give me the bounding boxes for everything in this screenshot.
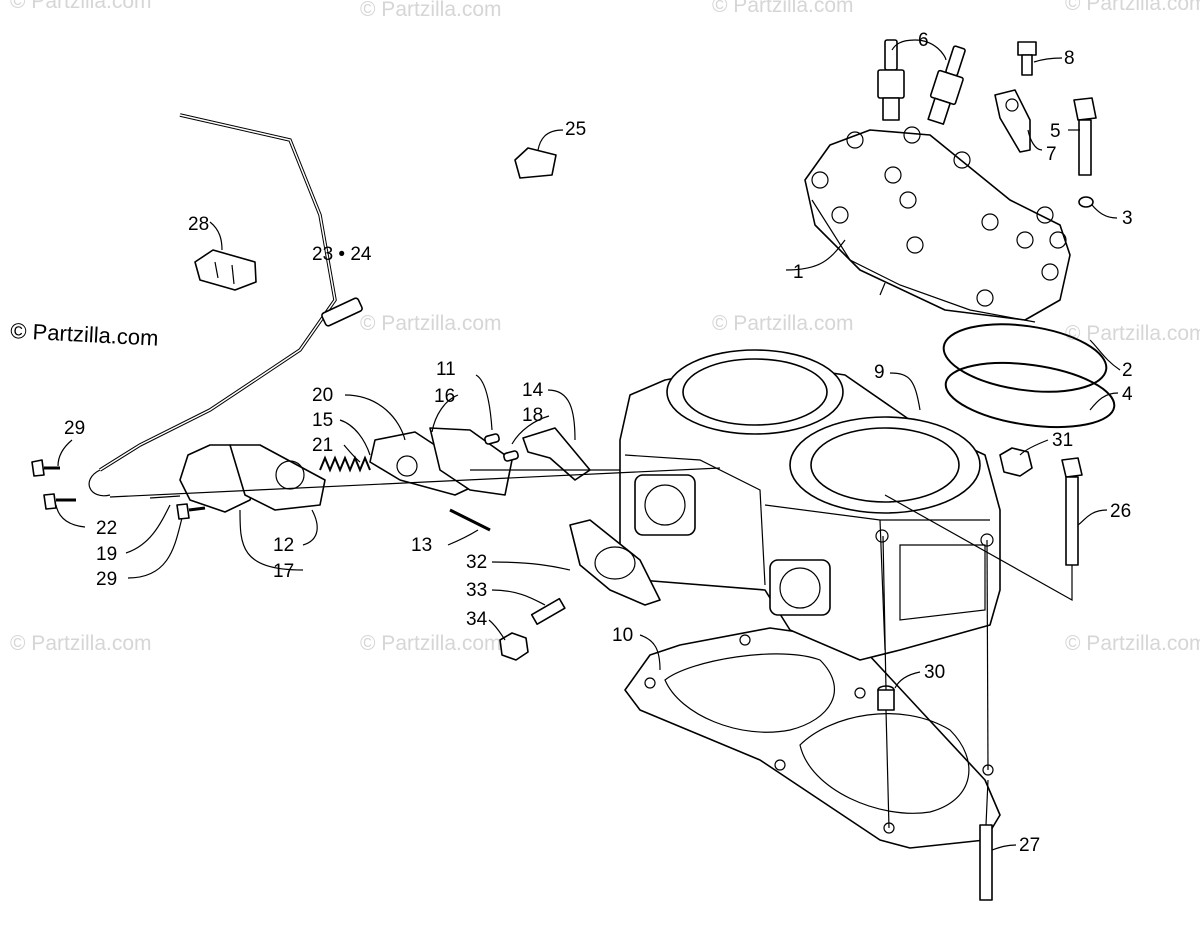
callout-31: 31 (1052, 430, 1073, 451)
callout-8: 8 (1064, 48, 1075, 69)
callout-17: 17 (273, 561, 294, 582)
lift-bracket (994, 89, 1031, 153)
valve-blade (522, 427, 591, 481)
cylinder-block (619, 349, 1001, 661)
cable-holder (194, 249, 257, 291)
housing-bolts (31, 459, 206, 520)
callout-6: 6 (918, 30, 929, 51)
callout-3: 3 (1122, 208, 1133, 229)
watermark-text: © Partzilla.com (360, 632, 502, 655)
callout-29-top: 29 (64, 418, 85, 439)
throttle-cable (88, 113, 363, 497)
valve-assembly (369, 427, 513, 496)
head-bolt-long (1073, 97, 1097, 208)
callout-labels: 1 2 3 4 5 6 7 8 9 10 11 12 13 14 15 16 1… (64, 30, 1133, 856)
valve-screw (449, 508, 491, 532)
watermark-text: © Partzilla.com (1065, 0, 1200, 15)
base-gasket (624, 627, 1001, 849)
callout-11: 11 (436, 359, 456, 380)
callout-34: 34 (466, 609, 488, 630)
exhaust-gasket (569, 519, 661, 606)
callout-16: 16 (434, 386, 455, 407)
callout-22: 22 (96, 518, 117, 539)
o-rings (942, 323, 1116, 428)
callout-10: 10 (612, 625, 633, 646)
callout-27: 27 (1019, 835, 1040, 856)
watermark-main: © Partzilla.com (10, 318, 159, 351)
callout-30: 30 (924, 662, 945, 683)
watermark-text: © Partzilla.com (1065, 632, 1200, 655)
watermark-text: © Partzilla.com (10, 0, 152, 13)
callout-13: 13 (411, 535, 432, 556)
watermark-text: © Partzilla.com (1065, 322, 1200, 345)
cable-clip (514, 147, 557, 179)
cylinder-head (804, 126, 1071, 323)
callout-23-24: 23 • 24 (312, 244, 372, 265)
callout-9: 9 (874, 362, 885, 383)
callout-33: 33 (466, 580, 487, 601)
exhaust-stud (530, 597, 566, 625)
callout-1: 1 (793, 262, 804, 283)
callout-7: 7 (1046, 144, 1057, 165)
watermark-text: © Partzilla.com (712, 0, 854, 17)
watermark-text: © Partzilla.com (360, 0, 502, 21)
long-stud (979, 824, 993, 901)
callout-32: 32 (466, 552, 487, 573)
callout-2: 2 (1122, 360, 1133, 381)
callout-29-bottom: 29 (96, 569, 117, 590)
watermark-text: © Partzilla.com (360, 312, 502, 335)
valve-pins (484, 433, 519, 462)
callout-15: 15 (312, 410, 333, 431)
valve-housing (179, 444, 326, 513)
watermark-text: © Partzilla.com (10, 632, 152, 655)
head-bolt-short (1017, 41, 1037, 76)
callout-19: 19 (96, 544, 117, 565)
exhaust-nut (499, 632, 529, 661)
callout-12: 12 (273, 535, 294, 556)
assembly-lines (109, 467, 1073, 829)
long-stud-bolt (1061, 457, 1083, 566)
callout-20: 20 (312, 385, 333, 406)
callout-14: 14 (522, 380, 544, 401)
spark-plugs (877, 39, 966, 125)
watermark-text: © Partzilla.com (712, 312, 854, 335)
callout-4: 4 (1122, 384, 1133, 405)
callout-18: 18 (522, 405, 543, 426)
leader-lines (55, 39, 1121, 851)
acorn-nut (999, 447, 1033, 477)
callout-5: 5 (1050, 121, 1061, 142)
callout-26: 26 (1110, 501, 1131, 522)
valve-spring (319, 455, 371, 473)
callout-28: 28 (188, 214, 209, 235)
callout-25: 25 (565, 119, 586, 140)
callout-21: 21 (312, 435, 333, 456)
